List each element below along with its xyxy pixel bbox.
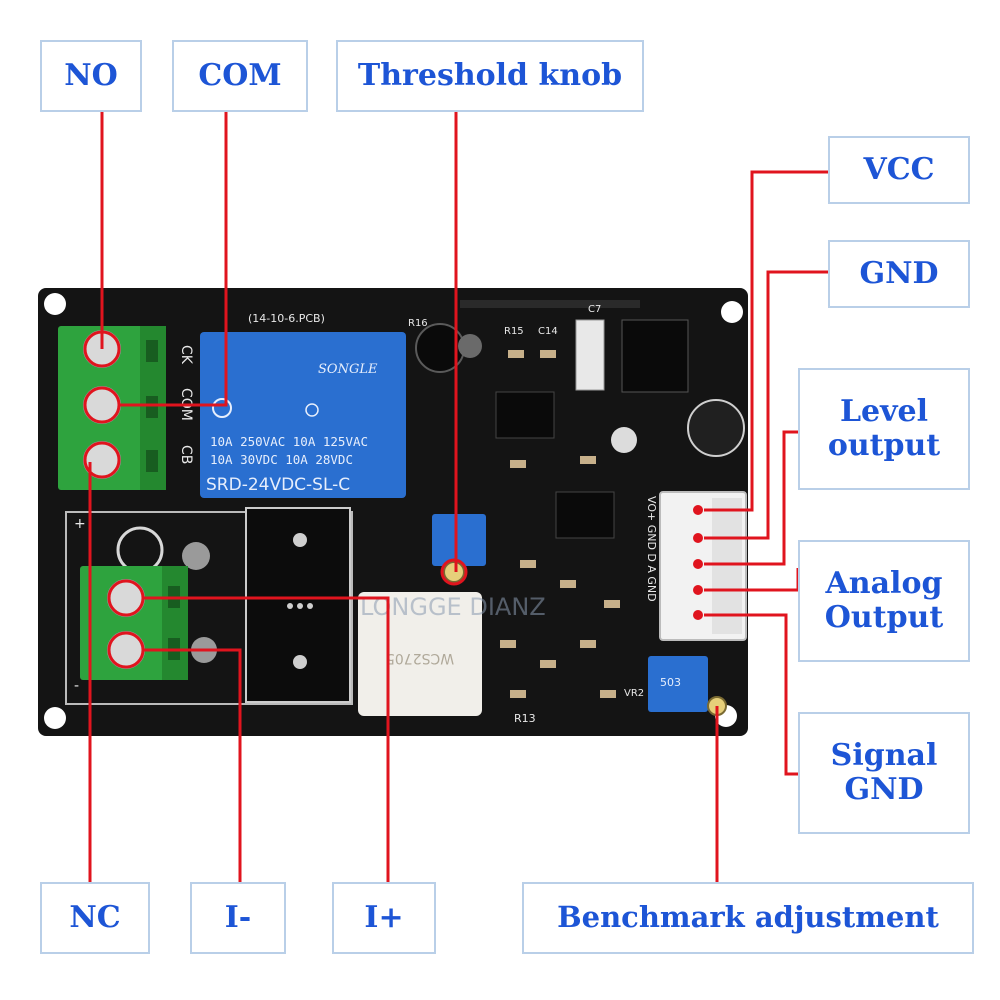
pot-text: 503 [660, 676, 681, 689]
label-analog-output-text-1: Analog [825, 565, 943, 601]
leader-i-plus [143, 596, 390, 885]
r13-text: R13 [514, 712, 536, 725]
label-i-plus: I+ [332, 882, 436, 954]
leader-i-minus [143, 648, 242, 885]
pin-header: VO+ GND D A GND [645, 491, 747, 641]
leader-signal-gnd [704, 613, 798, 776]
leader-vcc [704, 170, 828, 512]
leader-com [120, 112, 228, 407]
label-benchmark-adjustment-text: Benchmark adjustment [557, 900, 939, 935]
label-com-text: COM [198, 57, 282, 93]
label-signal-gnd-text-1: Signal [830, 737, 938, 773]
c14-text: C14 [538, 326, 558, 337]
relay-terminal-block: CK COM CB [58, 326, 194, 490]
label-nc-text: NC [69, 899, 121, 935]
control-circuitry: 503 VR2 R13 R16 R15 C14 C7 LONGGE DIANZ [360, 304, 745, 725]
label-vcc: VCC [828, 136, 970, 204]
label-level-output-text-1: Level [839, 393, 929, 429]
c7-text: C7 [588, 304, 601, 315]
svg-text:-: - [74, 678, 79, 694]
pcb-code: (14-10-6.PCB) [248, 312, 325, 325]
label-analog-output: Analog Output [798, 540, 970, 662]
terminal-cb-text: CB [178, 445, 194, 464]
sensor-area: + - [65, 507, 353, 705]
relay: SONGLE 10A 250VAC 10A 125VAC 10A 30VDC 1… [200, 332, 406, 498]
label-analog-output-text-2: Output [824, 600, 944, 635]
label-signal-gnd-text-2: GND [844, 772, 924, 807]
label-no: NO [40, 40, 142, 112]
relay-brand: SONGLE [318, 362, 378, 377]
r16-text: R16 [408, 318, 428, 329]
relay-spec-1: 10A 250VAC 10A 125VAC [210, 434, 368, 449]
label-vcc-text: VCC [863, 151, 935, 187]
label-i-minus: I- [190, 882, 286, 954]
label-i-plus-text: I+ [364, 899, 404, 935]
label-level-output: Level output [798, 368, 970, 490]
label-nc: NC [40, 882, 150, 954]
terminal-ck-text: CK [178, 345, 194, 365]
header-pins-text: VO+ GND D A GND [645, 496, 658, 602]
label-threshold-knob: Threshold knob [336, 40, 644, 112]
sensor-text: WCS2705 [386, 650, 454, 666]
label-level-output-text-2: output [827, 428, 941, 463]
label-i-minus-text: I- [224, 899, 252, 935]
r15-text: R15 [504, 326, 524, 337]
label-threshold-knob-text: Threshold knob [357, 57, 623, 93]
relay-spec-2: 10A 30VDC 10A 28VDC [210, 452, 353, 467]
label-gnd-text: GND [859, 255, 939, 291]
watermark-text: LONGGE DIANZ [360, 593, 546, 621]
relay-model: SRD-24VDC-SL-C [206, 475, 350, 495]
label-gnd: GND [828, 240, 970, 308]
leader-level [704, 430, 798, 566]
label-com: COM [172, 40, 308, 112]
svg-text:+: + [74, 516, 86, 532]
vr2-text: VR2 [624, 688, 644, 699]
label-no-text: NO [64, 57, 118, 93]
label-signal-gnd: Signal GND [798, 712, 970, 834]
label-benchmark-adjustment: Benchmark adjustment [522, 882, 974, 954]
leader-gnd [704, 270, 828, 540]
